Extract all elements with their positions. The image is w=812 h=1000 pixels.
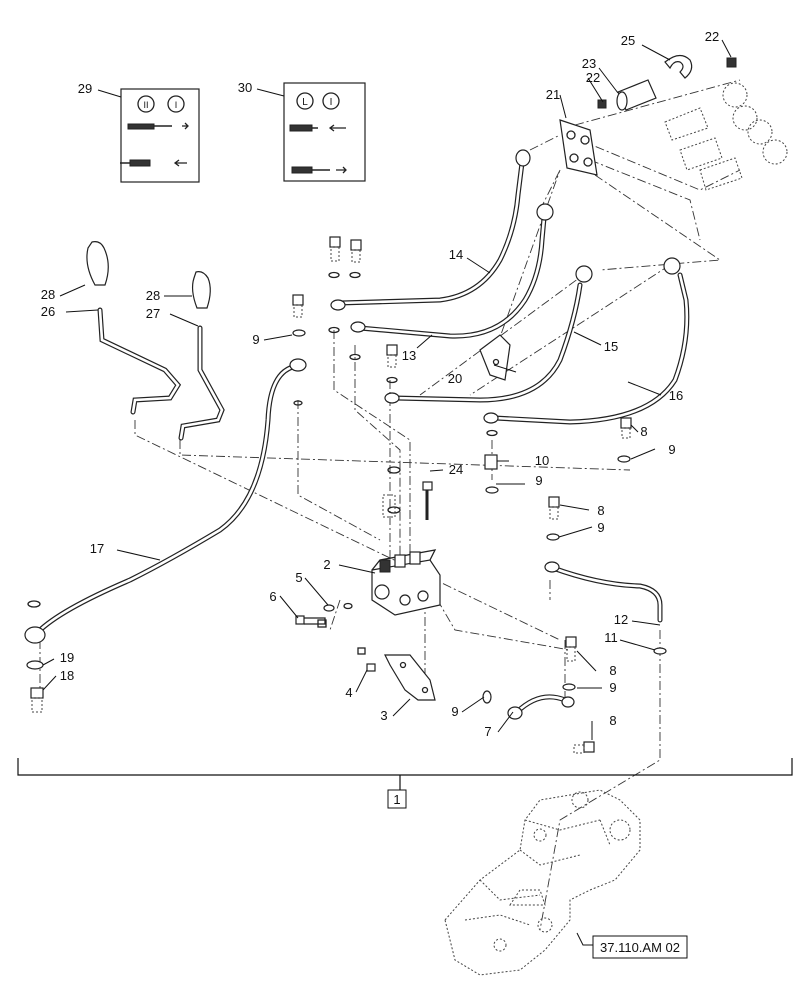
callout-8-c: 8	[609, 663, 616, 678]
decal-30-symbol-1: L	[302, 97, 308, 108]
callout-2: 2	[323, 557, 330, 572]
lever-26	[86, 241, 182, 415]
callout-6: 6	[269, 589, 276, 604]
banjo-bolts	[30, 236, 632, 754]
callout-8-d: 8	[609, 713, 616, 728]
clamp-20	[479, 334, 511, 381]
decal-29-symbol-1: II	[143, 100, 148, 110]
callout-3: 3	[380, 708, 387, 723]
callout-4: 4	[345, 685, 352, 700]
nut-22	[726, 57, 737, 68]
decal-29: II I	[120, 88, 200, 183]
pipe-13	[350, 203, 554, 339]
pipe-14	[330, 149, 531, 311]
callout-15: 15	[604, 339, 618, 354]
callout-9-d: 9	[597, 520, 604, 535]
assembly-lines	[39, 79, 741, 931]
pipe-7	[507, 694, 575, 720]
callout-5: 5	[295, 570, 302, 585]
mounting-bracket-3	[357, 647, 436, 701]
bolt-24	[422, 481, 433, 520]
callout-19: 19	[60, 650, 74, 665]
callout-21: 21	[546, 87, 560, 102]
callout-22-a: 22	[586, 70, 600, 85]
callout-labels: 1 2 3 4 5 6 7 8 8 8 8 9 9 9 9 9 9 10 11 …	[41, 29, 719, 807]
callout-9-a: 9	[252, 332, 259, 347]
callout-9-f: 9	[451, 704, 458, 719]
callout-25: 25	[621, 33, 635, 48]
callout-13: 13	[402, 348, 416, 363]
ghost-couplers	[664, 82, 788, 191]
coupler-plate-21	[559, 119, 598, 176]
callout-8-b: 8	[597, 503, 604, 518]
adapter-10	[484, 454, 498, 470]
valve-fasteners-5-6	[295, 602, 353, 628]
callout-1: 1	[393, 792, 400, 807]
lever-27	[178, 271, 225, 441]
callout-9-c: 9	[535, 473, 542, 488]
rear-housing	[444, 789, 641, 976]
callout-26: 26	[41, 304, 55, 319]
callout-10: 10	[535, 453, 549, 468]
callout-12: 12	[614, 612, 628, 627]
callout-20: 20	[448, 371, 462, 386]
pipe-12	[544, 561, 663, 623]
quick-coupler-23	[597, 79, 657, 111]
reference-label: 37.110.AM 02	[600, 940, 680, 955]
clip-25	[664, 54, 693, 79]
control-valve-2	[371, 466, 441, 616]
callout-28-a: 28	[41, 287, 55, 302]
callout-27: 27	[146, 306, 160, 321]
callout-17: 17	[90, 541, 104, 556]
callout-30: 30	[238, 80, 252, 95]
callout-9-e: 9	[609, 680, 616, 695]
callout-24: 24	[449, 462, 463, 477]
pipe-16	[483, 257, 690, 425]
callout-18: 18	[60, 668, 74, 683]
pipe-17	[24, 358, 307, 644]
callout-7: 7	[484, 724, 491, 739]
callout-11: 11	[604, 630, 618, 645]
callout-14: 14	[449, 247, 463, 262]
callout-9-b: 9	[668, 442, 675, 457]
sealing-washers	[26, 271, 667, 704]
callout-16: 16	[669, 388, 683, 403]
callout-28-b: 28	[146, 288, 160, 303]
callout-8-a: 8	[640, 424, 647, 439]
decal-30: L I	[283, 82, 366, 182]
leader-lines	[42, 39, 732, 946]
reference-link[interactable]: 37.110.AM 02	[592, 935, 688, 959]
callout-1-box	[387, 789, 407, 809]
assembly-bracket	[17, 758, 793, 790]
callout-23: 23	[582, 56, 596, 71]
decal-29-symbol-2: I	[175, 100, 178, 110]
callout-22-b: 22	[705, 29, 719, 44]
decal-30-symbol-2: I	[330, 97, 333, 108]
callout-29: 29	[78, 81, 92, 96]
pipe-15	[384, 265, 593, 404]
